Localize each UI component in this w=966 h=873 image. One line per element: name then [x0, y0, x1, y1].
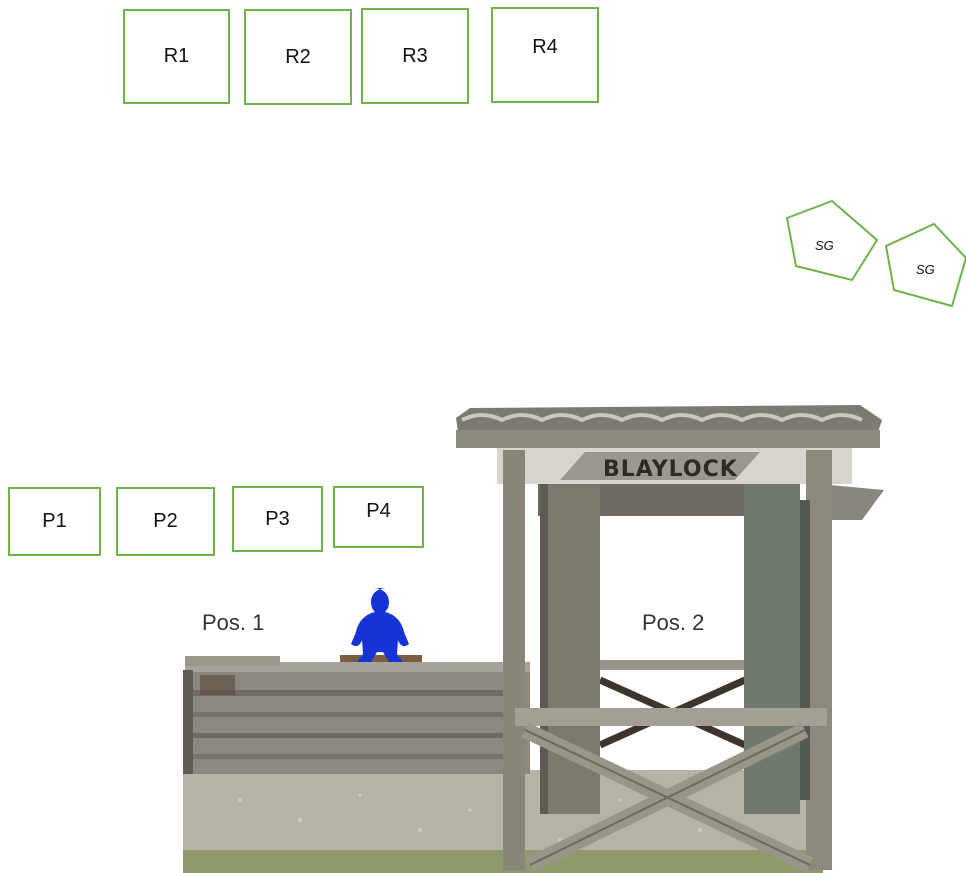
- post-left-front: [503, 450, 525, 870]
- blaylock-sign: BLAYLOCK: [560, 452, 760, 482]
- position-2-label: Pos. 2: [642, 610, 704, 636]
- sign-text: BLAYLOCK: [603, 457, 738, 482]
- position-1-label: Pos. 1: [202, 610, 264, 636]
- silhouette-cutout: [340, 588, 422, 662]
- low-wall: [183, 656, 530, 774]
